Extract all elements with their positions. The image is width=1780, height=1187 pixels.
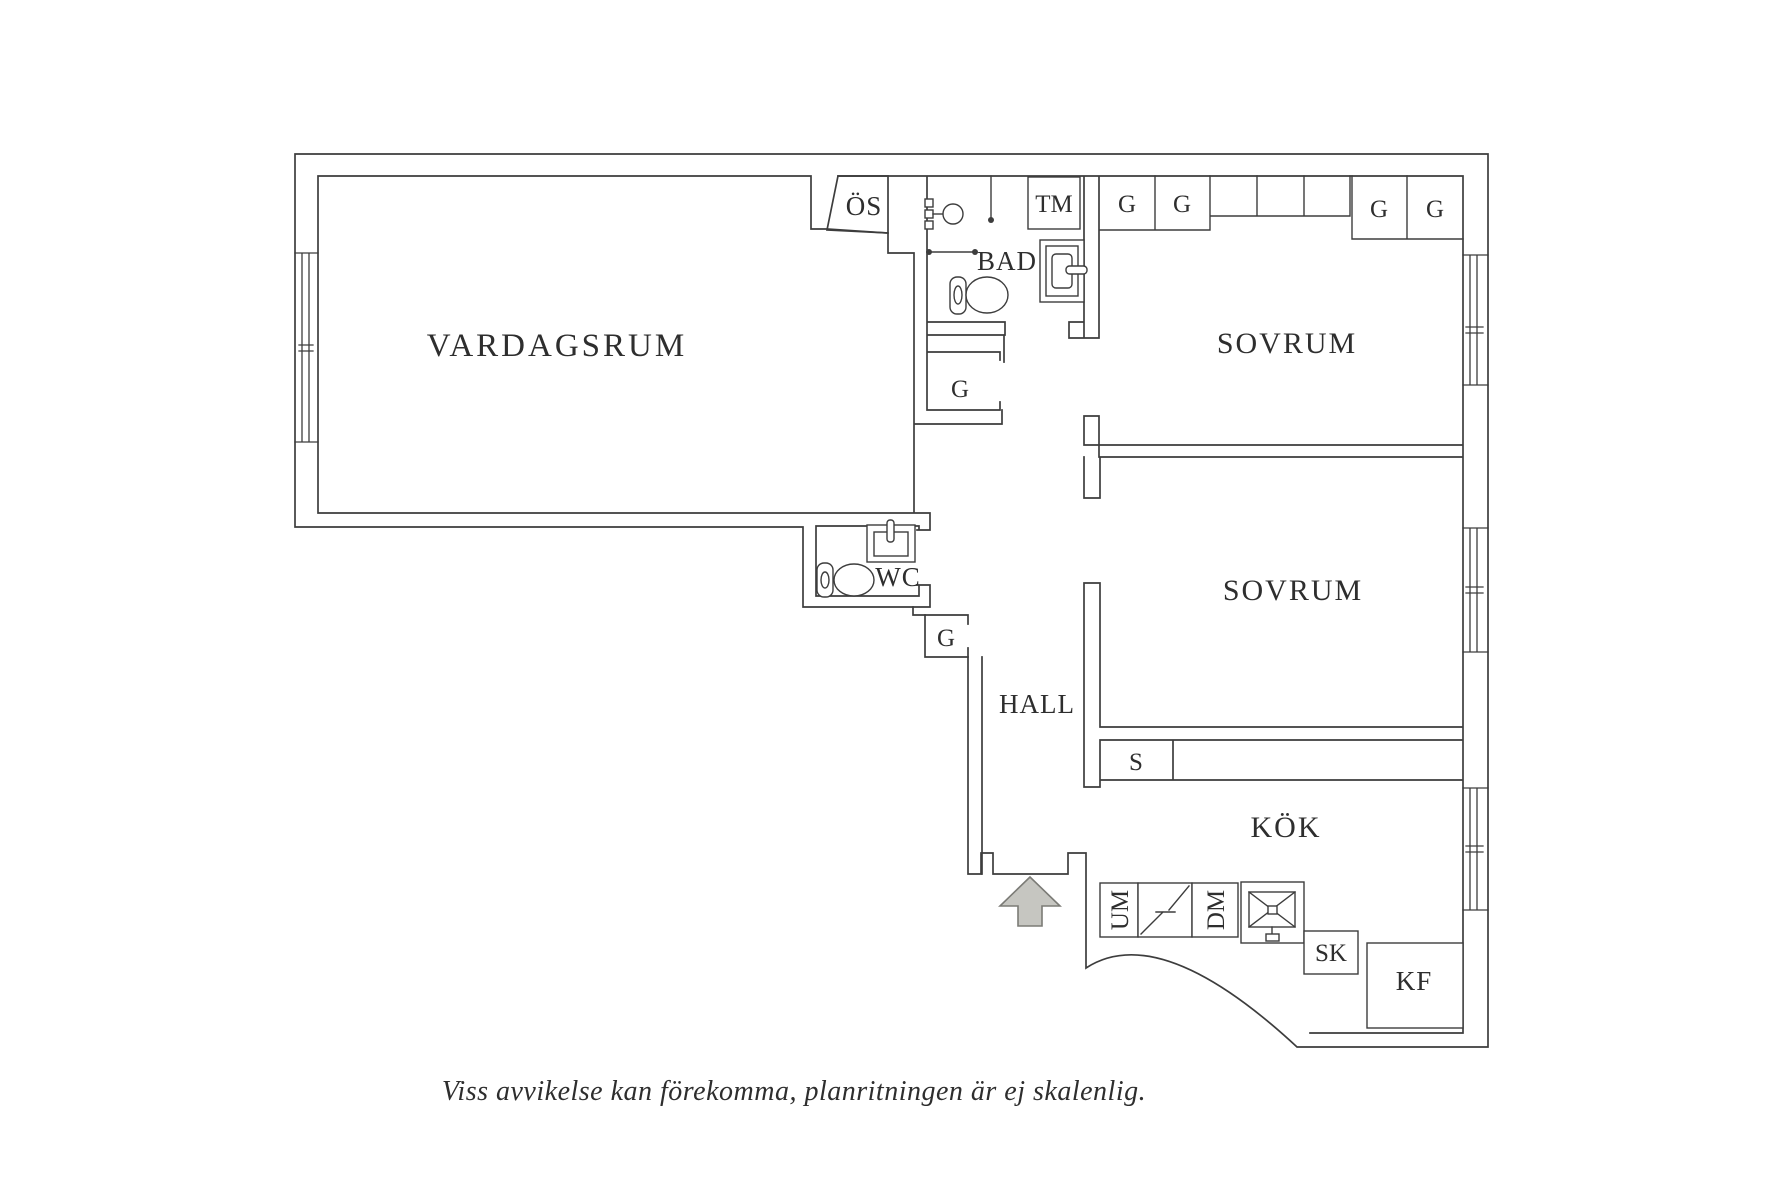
wardrobe-row-partitions <box>1099 175 1464 240</box>
washing-machine-box <box>1027 176 1081 230</box>
shower-curtain <box>926 249 978 255</box>
room-label-sovrum-2: SOVRUM <box>1223 574 1363 607</box>
wc-sink-icon <box>866 519 916 563</box>
shower-icon <box>924 198 964 230</box>
dishwasher-box <box>1191 882 1239 938</box>
kitchen-sink-icon <box>1240 881 1305 944</box>
dishwasher-label-dm: DM <box>1203 890 1230 930</box>
stove-icon <box>1137 882 1193 938</box>
room-label-hall: HALL <box>999 689 1075 719</box>
window-bedroom-2 <box>1462 527 1489 653</box>
windows <box>294 252 1489 911</box>
bathroom-sink-icon <box>1039 239 1088 303</box>
labels: VARDAGSRUM SOVRUM SOVRUM BAD WC HALL KÖK… <box>427 191 1444 996</box>
room-label-sovrum-1: SOVRUM <box>1217 327 1357 360</box>
entrance-arrow <box>998 875 1062 927</box>
fixture-label-tm: TM <box>1035 191 1073 218</box>
room-label-vardagsrum: VARDAGSRUM <box>427 328 687 364</box>
fridge-label-kf: KF <box>1396 966 1433 996</box>
outer-wall-outline <box>294 153 1489 1048</box>
wardrobe-label-g-4: G <box>1426 196 1444 223</box>
shower-screen <box>988 175 994 223</box>
bathroom-toilet-icon <box>949 276 1009 315</box>
fixture-label-os: ÖS <box>846 191 883 221</box>
fireplace-block <box>825 175 889 234</box>
wardrobe-label-g-1: G <box>1118 191 1136 218</box>
fridge-freezer-box <box>1366 942 1464 1029</box>
room-label-bad: BAD <box>977 246 1037 276</box>
window-bedroom-1 <box>1462 254 1489 386</box>
cabinet-box <box>1303 930 1359 975</box>
window-living-room <box>294 252 319 443</box>
wardrobe-label-g-2: G <box>1173 191 1191 218</box>
cabinet-label-sk: SK <box>1315 940 1347 967</box>
walls <box>294 153 1489 1048</box>
shelf-label-s: S <box>1129 749 1143 776</box>
wardrobe-label-g-5: G <box>951 376 969 403</box>
wardrobe-label-g-3: G <box>1370 196 1388 223</box>
wc-toilet-icon <box>816 562 875 598</box>
room-label-wc: WC <box>875 562 921 592</box>
fixtures <box>816 175 1464 1029</box>
disclaimer-caption: Viss avvikelse kan förekomma, planritnin… <box>442 1076 1146 1107</box>
room-label-kok: KÖK <box>1251 811 1322 844</box>
window-kitchen <box>1462 787 1489 911</box>
wardrobe-label-g-6: G <box>937 625 955 652</box>
interior-walls <box>317 175 1464 1034</box>
oven-label-um: UM <box>1107 890 1134 930</box>
